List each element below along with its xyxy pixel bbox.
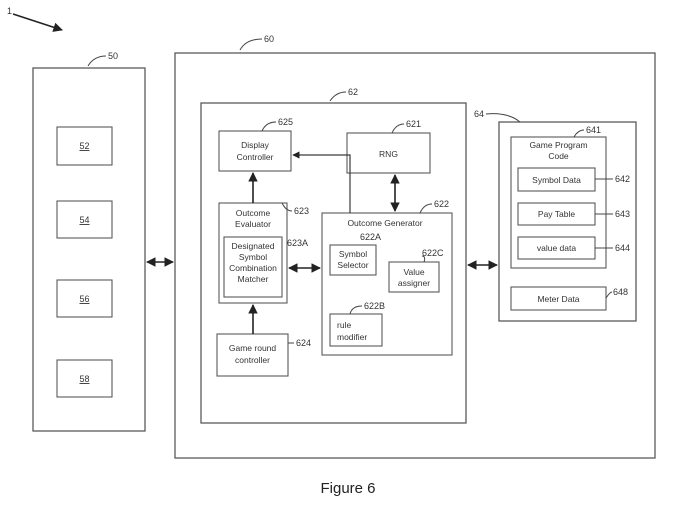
outcome-generator-ref: 622: [434, 199, 449, 209]
left-item-box-58: [56, 359, 113, 398]
left-block-ref: 50: [108, 51, 118, 61]
symbol-data-label: Symbol Data: [532, 175, 581, 185]
symbol-matcher-line3: Combination: [229, 263, 277, 273]
symbol-selector-line2: Selector: [337, 260, 368, 270]
game-program-code-line1: Game Program: [529, 140, 587, 150]
pay-table-label: Pay Table: [538, 209, 575, 219]
left-item-box-54: [56, 200, 113, 239]
memory-block-ref: 64: [474, 109, 484, 119]
rule-modifier-ref: 622B: [364, 301, 385, 311]
figure-caption: Figure 6: [320, 480, 375, 497]
value-data-label: value data: [537, 243, 576, 253]
rng-label: RNG: [379, 149, 398, 159]
value-assigner-line2: assigner: [398, 278, 430, 288]
main-block-ref: 60: [264, 34, 274, 44]
arrow-generator-to-display: [292, 151, 351, 213]
rng-leader: [391, 123, 405, 134]
game-round-controller-line1: Game round: [229, 343, 277, 353]
outcome-generator-label: Outcome Generator: [347, 218, 422, 228]
game-program-code-line2: Code: [548, 151, 569, 161]
left-item-label-54: 54: [79, 215, 89, 225]
main-block-leader: [239, 38, 263, 51]
left-block-leader: [87, 55, 107, 67]
symbol-matcher-line2: Symbol: [239, 252, 267, 262]
display-controller-line1: Display: [241, 140, 270, 150]
outcome-generator-leader: [419, 203, 433, 214]
symbol-selector-ref: 622A: [360, 232, 381, 242]
symbol-matcher-ref: 623A: [287, 238, 308, 248]
left-item-label-58: 58: [79, 374, 89, 384]
meter-data-box: [510, 286, 607, 311]
left-item-box-56: [56, 279, 113, 318]
rng-box: [346, 132, 431, 174]
outcome-evaluator-line2: Evaluator: [235, 219, 271, 229]
pay-table-ref: 643: [615, 209, 630, 219]
symbol-selector-line1: Symbol: [339, 249, 367, 259]
symbol-data-ref: 642: [615, 174, 630, 184]
symbol-matcher-box: [223, 236, 283, 298]
processor-block-leader: [329, 91, 347, 102]
game-program-code-ref: 641: [586, 125, 601, 135]
outcome-evaluator-ref: 623: [294, 206, 309, 216]
value-data-ref: 644: [615, 243, 630, 253]
rule-modifier-leader: [349, 305, 363, 315]
game-program-code-leader: [573, 129, 585, 138]
processor-block-ref: 62: [348, 87, 358, 97]
value-assigner-line1: Value: [403, 267, 424, 277]
outcome-evaluator-line1: Outcome: [236, 208, 271, 218]
value-assigner-ref: 622C: [422, 248, 444, 258]
left-item-box-52: [56, 126, 113, 166]
memory-block-leader: [485, 113, 521, 123]
game-round-controller-line2: controller: [235, 355, 270, 365]
display-controller-leader: [261, 121, 277, 132]
left-item-label-56: 56: [79, 294, 89, 304]
value-assigner-leader: [421, 255, 426, 263]
display-controller-box: [218, 130, 292, 172]
symbol-matcher-line1: Designated: [231, 241, 274, 251]
meter-data-label: Meter Data: [537, 294, 579, 304]
rng-ref: 621: [406, 119, 421, 129]
game-round-controller-ref: 624: [296, 338, 311, 348]
figure-corner-label: 1: [7, 6, 12, 16]
meter-data-ref: 648: [613, 287, 628, 297]
symbol-selector-box: [329, 244, 377, 276]
rule-modifier-line2: modifier: [337, 332, 367, 342]
symbol-matcher-line4: Matcher: [238, 274, 269, 284]
display-controller-ref: 625: [278, 117, 293, 127]
rule-modifier-line1: rule: [337, 320, 351, 330]
figure-pointer-arrow: [12, 13, 63, 32]
left-item-label-52: 52: [79, 141, 89, 151]
outcome-evaluator-leader: [281, 202, 293, 212]
rule-modifier-box: [329, 313, 383, 347]
value-assigner-box: [388, 261, 440, 293]
display-controller-line2: Controller: [237, 152, 274, 162]
meter-data-leader: [605, 291, 613, 299]
